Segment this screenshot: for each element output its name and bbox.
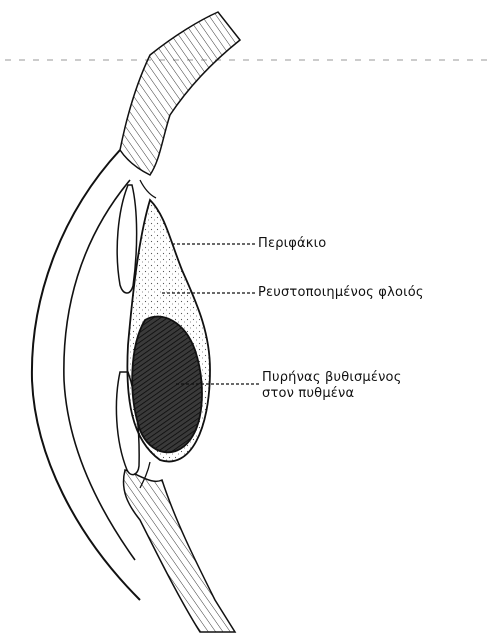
iris-upper (117, 185, 136, 293)
label-liquefied-cortex: Ρευστοποιημένος φλοιός (258, 285, 424, 300)
lower-wall (123, 470, 235, 632)
label-nucleus-line2: στον πυθμένα (262, 386, 402, 402)
label-sunken-nucleus: Πυρήνας βυθισμένος στον πυθμένα (262, 370, 402, 402)
label-nucleus-line1: Πυρήνας βυθισμένος (262, 370, 402, 386)
label-capsule: Περιφάκιο (258, 236, 326, 251)
upper-zonule (140, 180, 156, 198)
upper-wall (120, 12, 240, 175)
